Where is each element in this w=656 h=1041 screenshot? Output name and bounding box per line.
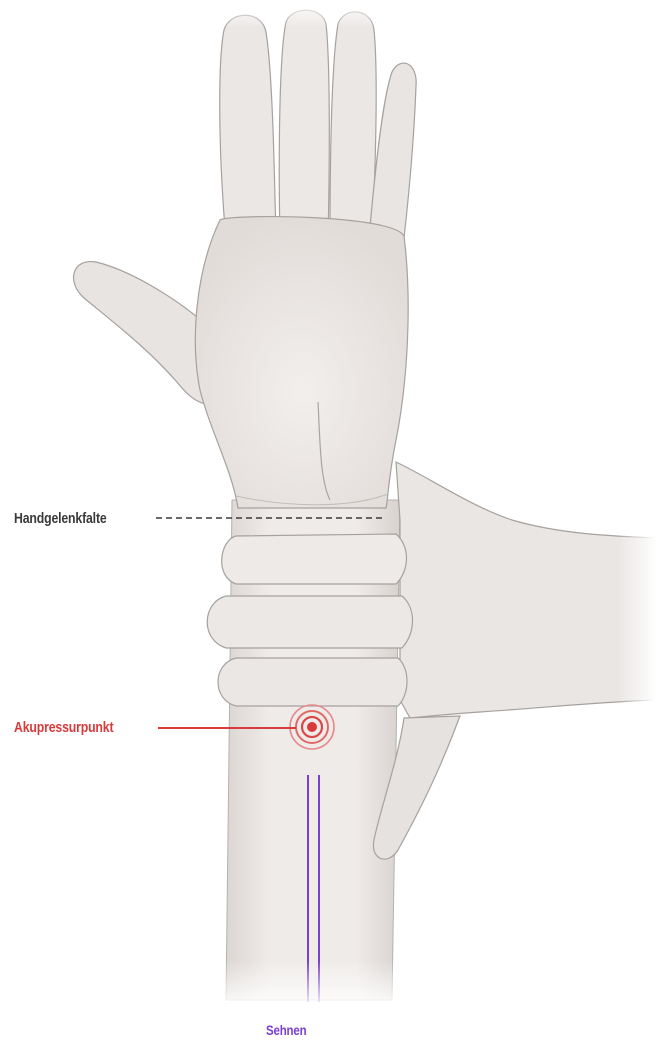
top-fade — [200, 0, 440, 28]
index-finger — [220, 15, 276, 240]
helper-hand-back — [396, 462, 656, 718]
palm — [195, 217, 408, 508]
middle-finger — [279, 10, 329, 240]
helper-finger-3 — [218, 658, 407, 706]
acupressure-point-marker — [290, 705, 334, 749]
acupressure-point-label: Akupressurpunkt — [14, 719, 113, 736]
acupressure-dot — [307, 722, 317, 732]
helper-finger-2 — [207, 596, 412, 648]
upper-hand — [74, 10, 417, 508]
right-fade — [618, 520, 656, 720]
wrist-crease-label: Handgelenkfalte — [14, 510, 107, 527]
helper-finger-1 — [222, 534, 407, 584]
bottom-fade — [200, 960, 440, 1010]
tendons-label: Sehnen — [266, 1022, 306, 1038]
ring-finger — [330, 12, 376, 240]
